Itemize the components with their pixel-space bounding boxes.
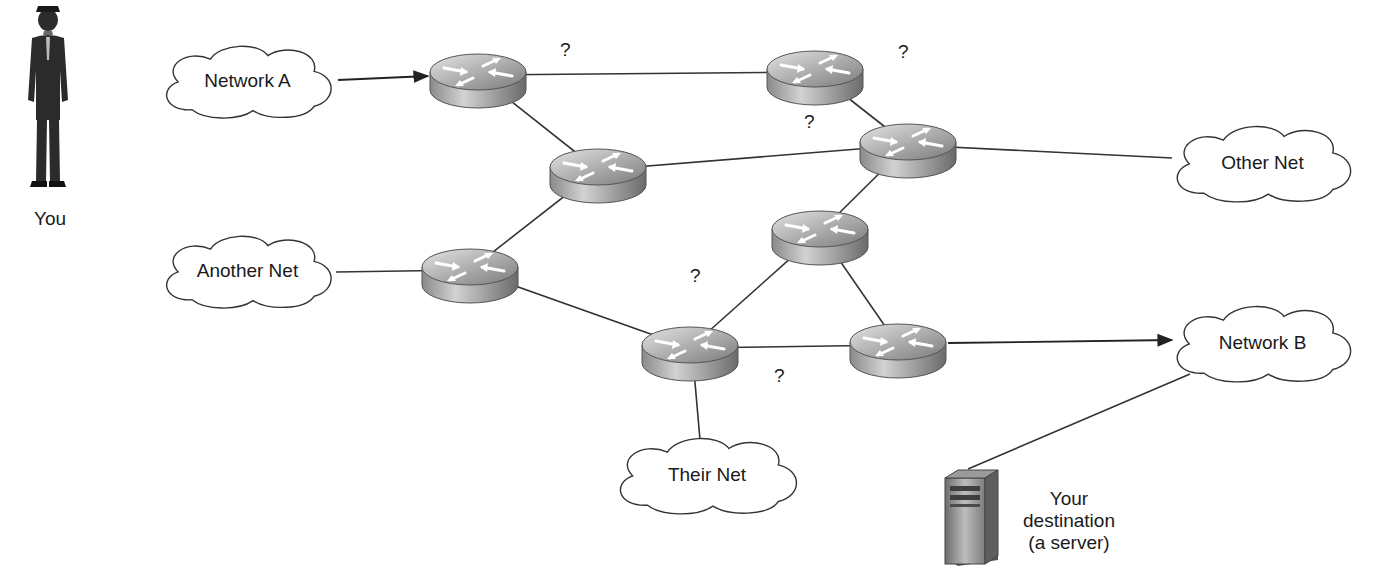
network-name: Other Net: [1221, 152, 1303, 174]
network-name: Another Net: [197, 260, 298, 282]
unknown-path-mark: ?: [802, 112, 817, 133]
network-cloud: Their Net: [608, 432, 806, 518]
server-node: Your destination (a server): [932, 466, 1142, 566]
unknown-path-mark: ?: [688, 266, 703, 287]
network-links: [336, 72, 1172, 440]
network-cloud: Other Net: [1165, 120, 1360, 206]
network-link: [968, 374, 1190, 469]
routers: [422, 51, 956, 381]
network-cloud: Another Net: [155, 230, 340, 312]
node-label: You: [34, 208, 66, 230]
unknown-path-mark: ?: [896, 42, 911, 63]
flow-arrow: [338, 76, 428, 80]
router-icon: [767, 51, 863, 105]
network-name: Network B: [1219, 332, 1307, 354]
router-icon: [430, 54, 526, 108]
router-icon: [860, 124, 956, 178]
router-icon: [772, 211, 868, 265]
user-node: You: [10, 8, 90, 230]
node-label: Your destination (a server): [1014, 488, 1124, 554]
router-icon: [642, 327, 738, 381]
network-name: Network A: [204, 70, 291, 92]
unknown-path-mark: ?: [558, 40, 573, 61]
network-name: Their Net: [668, 464, 746, 486]
unknown-path-mark: ?: [772, 366, 787, 387]
router-icon: [550, 149, 646, 203]
router-icon: [850, 324, 946, 378]
person-icon: [28, 6, 68, 187]
network-cloud: Network A: [155, 40, 340, 122]
network-cloud: Network B: [1165, 300, 1360, 386]
router-icon: [422, 249, 518, 303]
flow-arrow: [948, 340, 1172, 343]
server-icon: [945, 470, 998, 566]
